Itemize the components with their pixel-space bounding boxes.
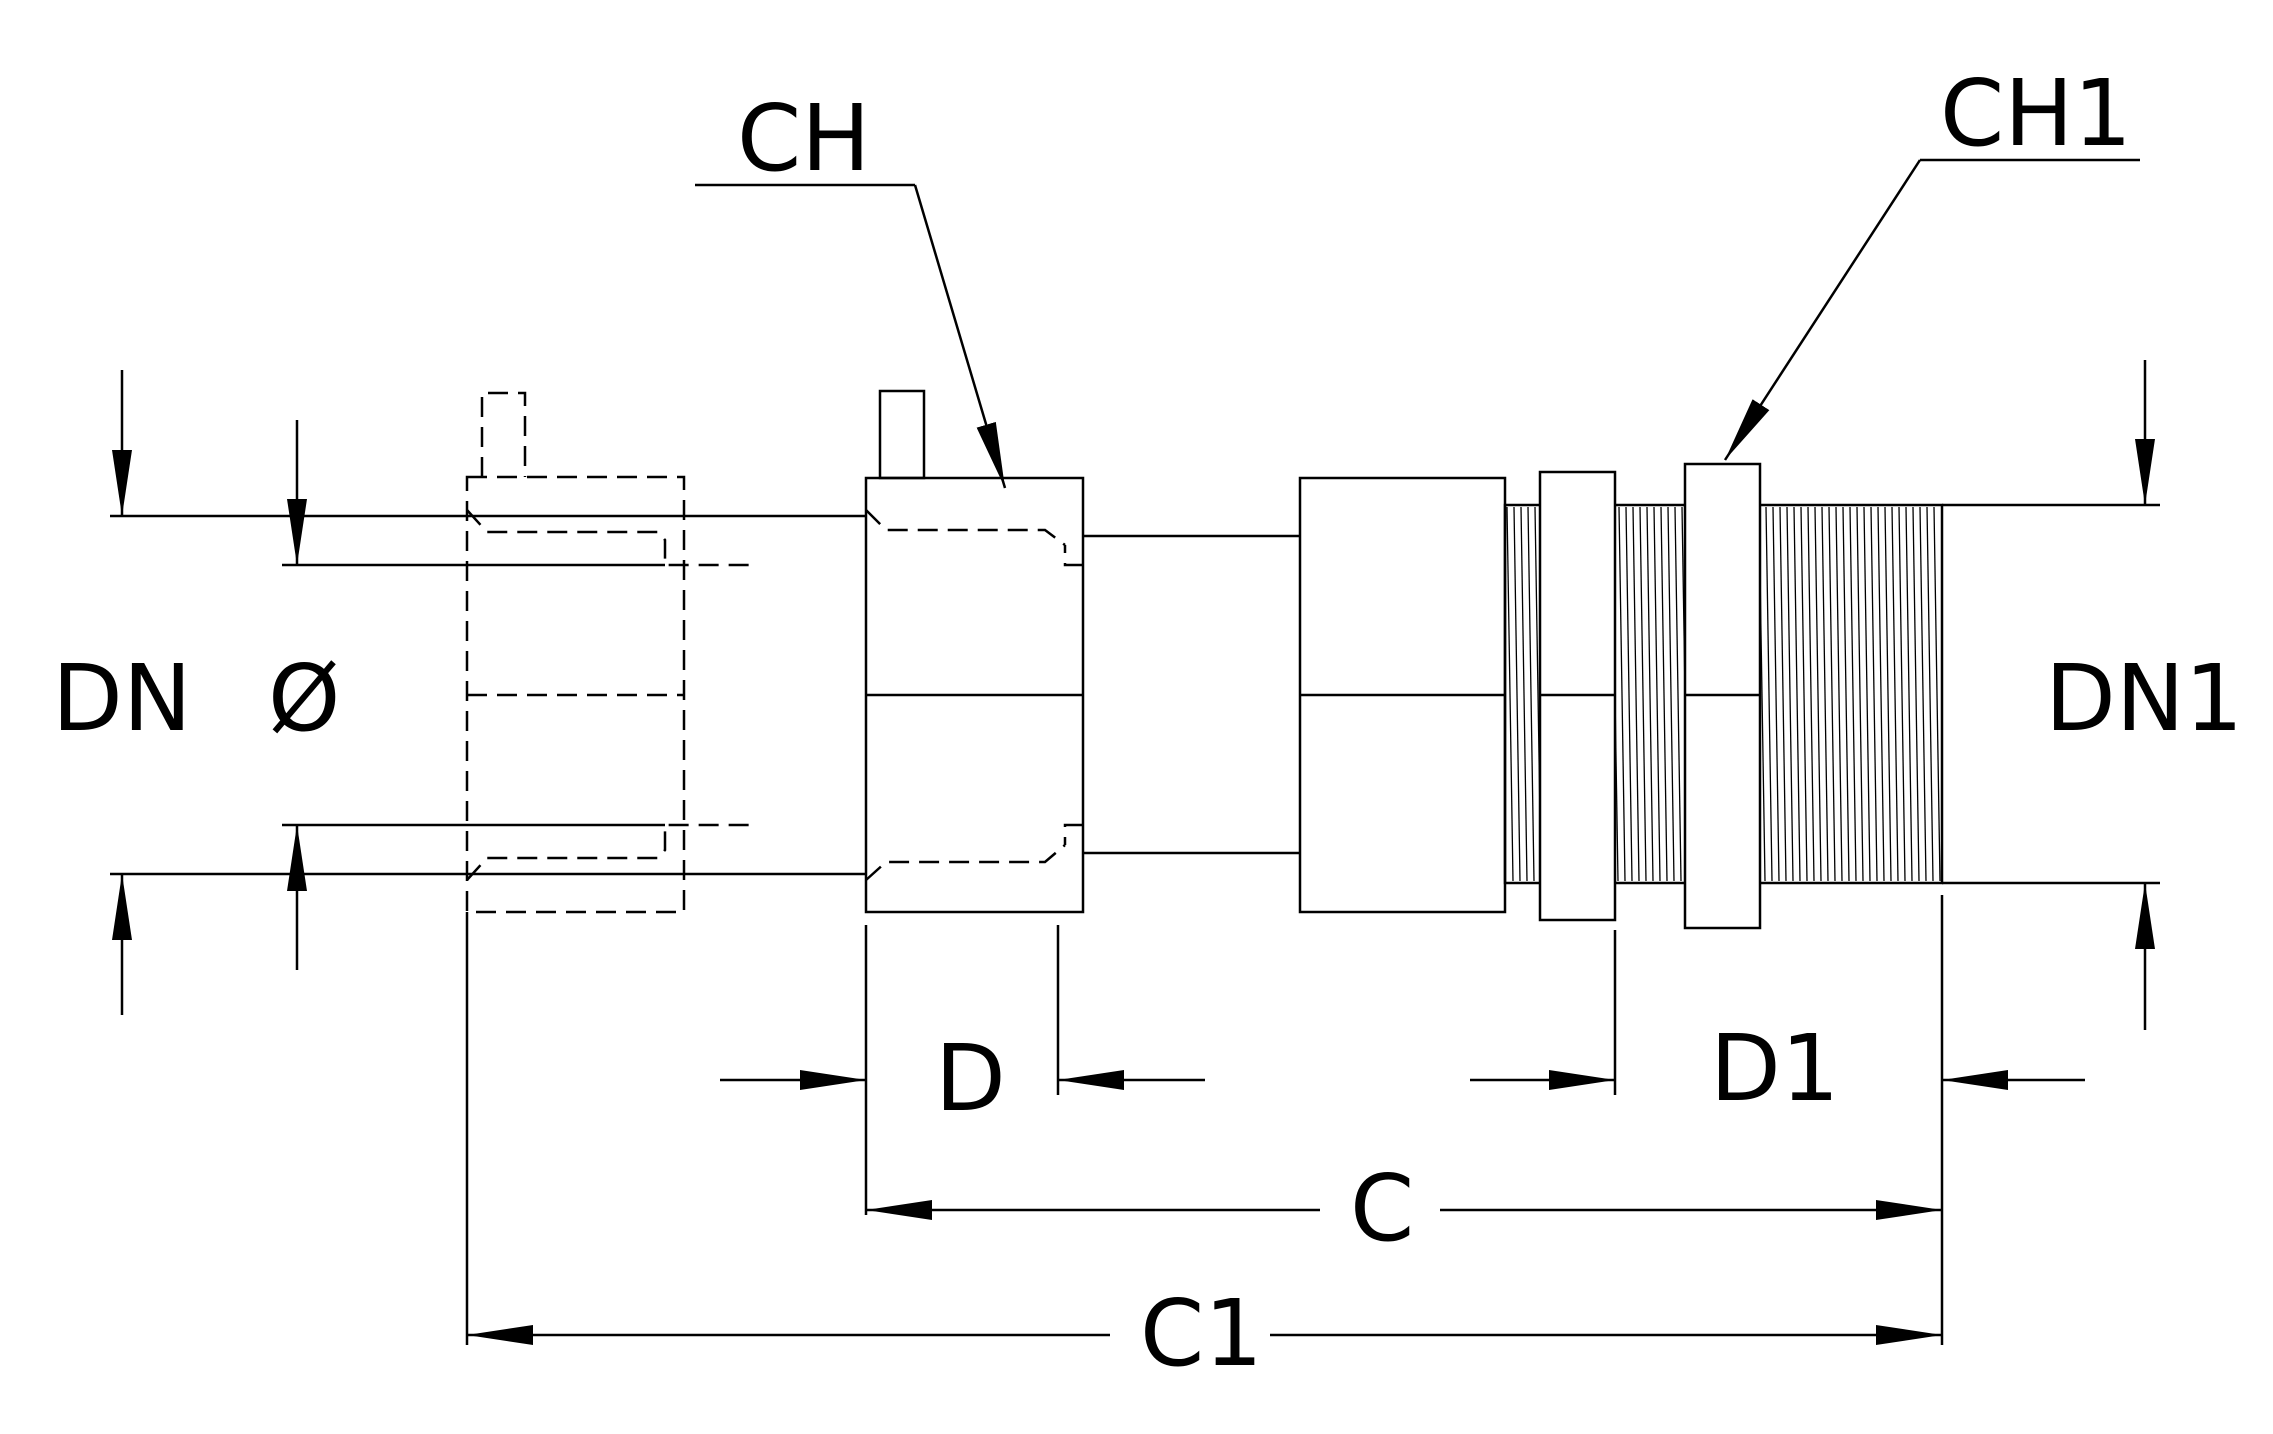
thread-line bbox=[1625, 506, 1633, 882]
thread-line bbox=[1933, 506, 1941, 882]
diameter-label: Ø bbox=[268, 645, 340, 752]
thread-line bbox=[1618, 506, 1626, 882]
thread-line bbox=[1779, 506, 1787, 882]
c-label: C bbox=[1350, 1155, 1414, 1262]
thread-line bbox=[1884, 506, 1892, 882]
thread-line bbox=[1912, 506, 1920, 882]
ch1-leader bbox=[1723, 158, 2140, 461]
thread-line bbox=[1905, 506, 1913, 882]
d1-dimension bbox=[1470, 895, 2085, 1345]
ch-leader bbox=[695, 183, 1007, 489]
diameter-dimension bbox=[282, 420, 665, 970]
thread-line bbox=[1653, 506, 1661, 882]
thread-line bbox=[1919, 506, 1927, 882]
thread-line bbox=[1632, 506, 1640, 882]
ch1-label: CH1 bbox=[1940, 60, 2132, 167]
hidden-pipe-outline bbox=[465, 391, 756, 914]
thread-line bbox=[1877, 506, 1885, 882]
thread-line bbox=[1835, 506, 1843, 882]
thread-line bbox=[1800, 506, 1808, 882]
thread-line bbox=[1639, 506, 1647, 882]
d-label: D bbox=[935, 1025, 1006, 1132]
nut-ch-body bbox=[864, 389, 1300, 914]
thread-line bbox=[1513, 506, 1521, 882]
ch-label: CH bbox=[737, 85, 870, 192]
thread-line bbox=[1772, 506, 1780, 882]
thread-line bbox=[1674, 506, 1682, 882]
thread-line bbox=[1849, 506, 1857, 882]
thread-line bbox=[1856, 506, 1864, 882]
dn1-dimension bbox=[1942, 360, 2160, 1030]
lock-nut-ch1 bbox=[1683, 462, 1762, 930]
thread-line bbox=[1870, 506, 1878, 882]
c1-label: C1 bbox=[1140, 1280, 1263, 1387]
thread-line bbox=[1821, 506, 1829, 882]
thread-line bbox=[1926, 506, 1934, 882]
c1-dimension bbox=[465, 912, 1942, 1345]
lock-nut-1 bbox=[1538, 470, 1617, 922]
thread-line bbox=[1807, 506, 1815, 882]
thread-line bbox=[1828, 506, 1836, 882]
thread-line bbox=[1667, 506, 1675, 882]
thread-line bbox=[1842, 506, 1850, 882]
thread-line bbox=[1765, 506, 1773, 882]
thread-line bbox=[1891, 506, 1899, 882]
thread-line bbox=[1898, 506, 1906, 882]
thread-line bbox=[1786, 506, 1794, 882]
thread-line bbox=[1863, 506, 1871, 882]
thread-line bbox=[1814, 506, 1822, 882]
dn1-label: DN1 bbox=[2045, 645, 2243, 752]
thread-line bbox=[1527, 506, 1535, 882]
thread-line bbox=[1646, 506, 1654, 882]
thread-line bbox=[1793, 506, 1801, 882]
dn-dimension bbox=[110, 370, 866, 1015]
d-dimension bbox=[720, 925, 1205, 1215]
dn-label: DN bbox=[52, 645, 192, 752]
thread-line bbox=[1506, 506, 1514, 882]
d1-label: D1 bbox=[1710, 1015, 1839, 1122]
hexagon-body bbox=[1298, 476, 1507, 914]
thread-line bbox=[1520, 506, 1528, 882]
thread-line bbox=[1660, 506, 1668, 882]
